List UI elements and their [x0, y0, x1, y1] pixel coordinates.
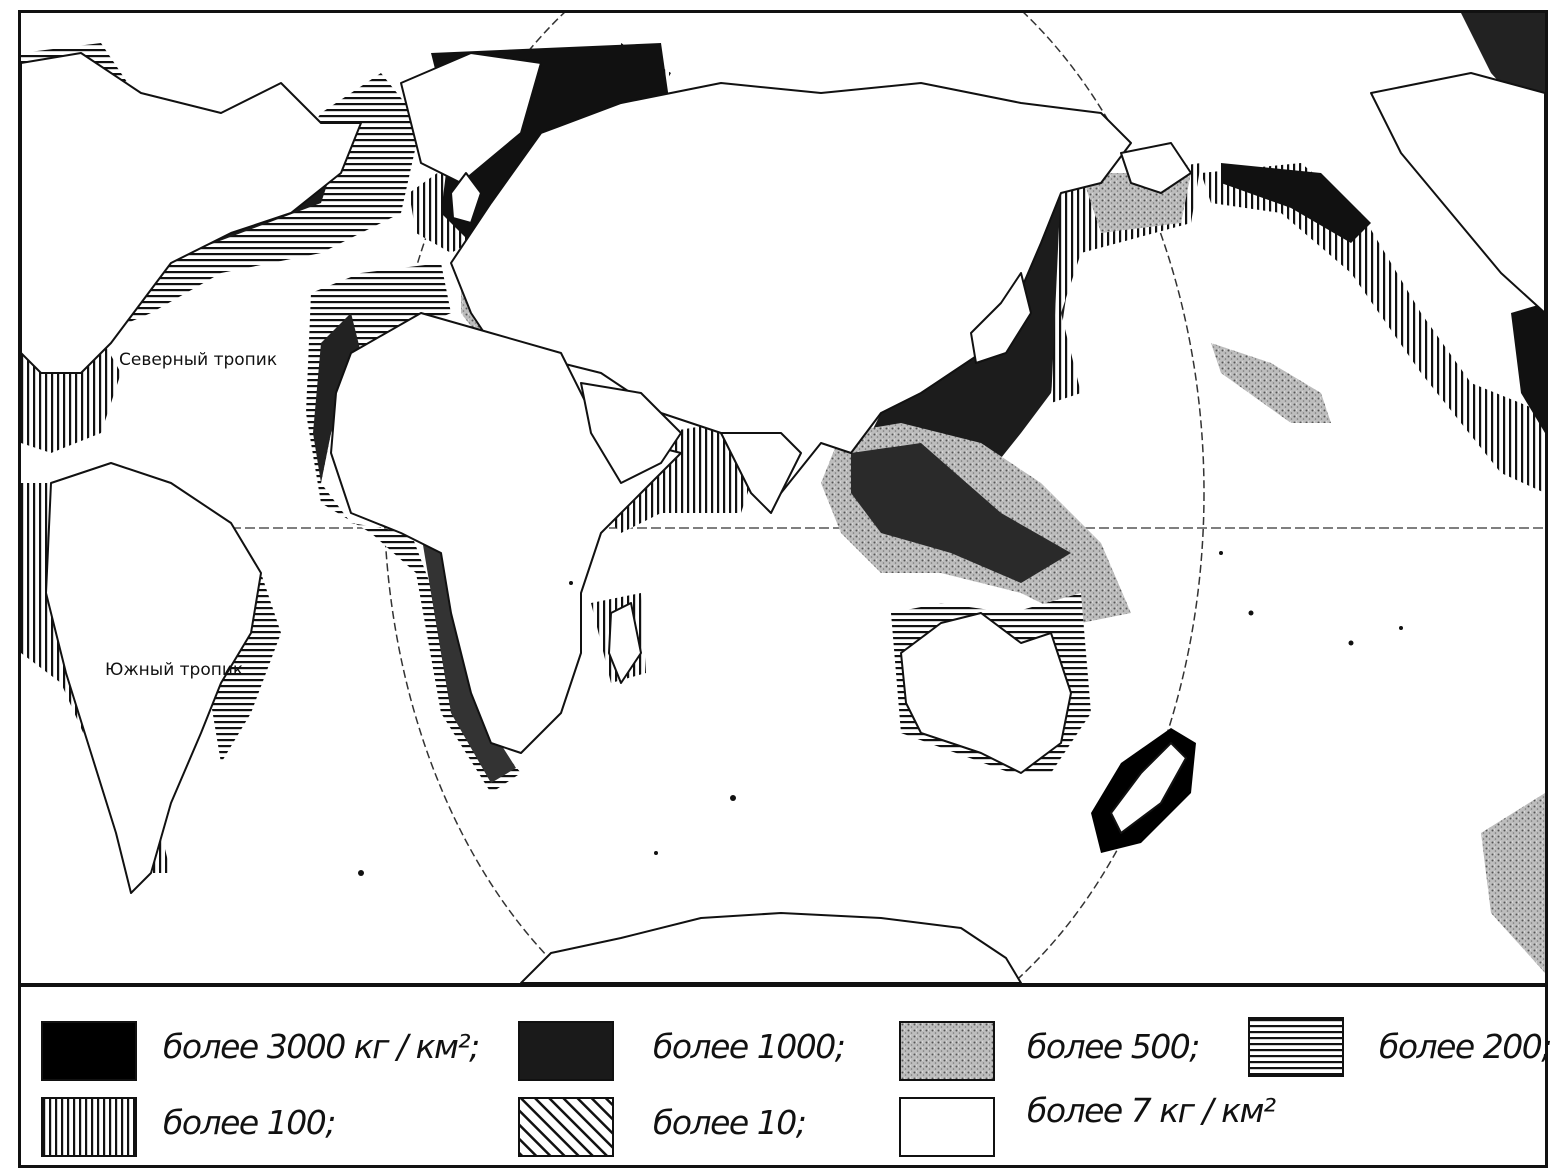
new-zealand [1110, 742, 1187, 834]
greenland [400, 52, 542, 184]
eurasia [450, 82, 1132, 494]
japan [970, 272, 1032, 364]
legend-swatch-3000 [41, 1021, 137, 1081]
legend-swatch-500 [899, 1021, 995, 1081]
india [720, 432, 802, 514]
legend-label-3000: более 3000 кг / км²; [163, 1027, 480, 1066]
north-america [21, 52, 362, 374]
madagascar [608, 602, 642, 684]
legend-swatch-1000 [518, 1021, 614, 1081]
north-america-east [1370, 72, 1545, 314]
legend-label-1000: более 1000; [653, 1027, 846, 1066]
kamchatka [1120, 142, 1192, 194]
legend: более 3000 кг / км²; более 1000; более 5… [21, 983, 1552, 1165]
british-isles [450, 172, 482, 224]
south-america [45, 462, 262, 894]
antarctica [520, 912, 1022, 983]
islands [358, 551, 1403, 876]
legend-label-10: более 10; [653, 1103, 807, 1142]
legend-swatch-100 [41, 1097, 137, 1157]
continents [21, 52, 1545, 983]
map-figure: Северный тропик Южный тропик более 3000 … [18, 10, 1552, 1168]
arabia [580, 382, 682, 484]
legend-swatch-7 [899, 1097, 995, 1157]
legend-label-500: более 500; [1027, 1027, 1200, 1066]
legend-swatch-10 [518, 1097, 614, 1157]
legend-label-200: более 200; [1379, 1027, 1552, 1066]
australia [900, 612, 1072, 774]
legend-label-7: более 7 кг / км² [1027, 1091, 1276, 1130]
legend-swatch-200 [1248, 1017, 1344, 1077]
legend-label-100: более 100; [163, 1103, 336, 1142]
world-map: Северный тропик Южный тропик [21, 13, 1545, 983]
south-tropic-label: Южный тропик [105, 660, 243, 680]
north-tropic-label: Северный тропик [119, 350, 277, 370]
